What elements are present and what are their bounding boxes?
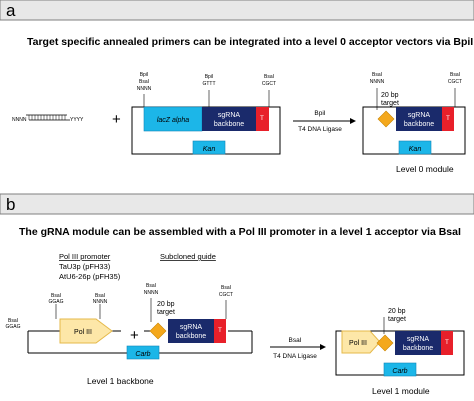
panel-b-header: The gRNA module can be assembled with a … — [19, 226, 461, 238]
polIII-label: Pol III — [74, 329, 92, 336]
acceptor-a-site2-line1: BpiI — [205, 74, 214, 80]
terminator-block-a2 — [442, 107, 454, 131]
lacz-alpha-label: lacZ alpha — [157, 117, 189, 124]
backbone-left-site-line2: GGAG — [5, 324, 20, 330]
arrow-b-ligase: T4 DNA Ligase — [273, 353, 317, 360]
sgrna-label-a2: backbone — [214, 121, 244, 128]
polIII-promoter-arrow-2 — [341, 330, 381, 354]
panel-b-letter: b — [6, 195, 15, 214]
promoter-option-2: AtU6-26p (pFH35) — [59, 272, 121, 281]
arrow-a-enzyme: BpiI — [314, 110, 325, 117]
module-a-site2-line1: BsaI — [450, 72, 460, 78]
guide-site2-line2: CGCT — [219, 292, 233, 298]
sgrna-label-b2-1: sgRNA — [407, 336, 430, 343]
module-a-site1-line2: NNNN — [370, 79, 385, 85]
kan-block-a2 — [398, 140, 432, 155]
sgrna-backbone-block-b2 — [395, 331, 441, 355]
acceptor-a-site3-line1: BsaI — [264, 74, 274, 80]
carb-block-b2 — [383, 362, 417, 377]
backbone-site1-line1: BsaI — [51, 293, 61, 299]
acceptor-a-site2-line2: GTTT — [202, 81, 215, 87]
backbone-left-site-line1: BsaI — [8, 318, 18, 324]
polIII-label-2: Pol III — [349, 340, 367, 347]
sgrna-label-b2-2: backbone — [403, 345, 433, 352]
level0-acceptor: lacZ alpha sgRNA backbone T Kan BpiI Bsa… — [131, 72, 281, 155]
level1-backbone-caption: Level 1 backbone — [87, 376, 154, 386]
level0-module: sgRNA backbone T Kan BsaI NNNN BsaI CGCT… — [362, 72, 466, 174]
panel-a-header: Target specific annealed primers can be … — [27, 36, 473, 48]
target-label-b2-2: target — [388, 316, 406, 323]
carb-block-b — [126, 345, 160, 360]
target-label-a-2: target — [381, 100, 399, 107]
panel-b: b The gRNA module can be assembled with … — [0, 193, 474, 396]
panel-a: a Target specific annealed primers can b… — [0, 0, 474, 174]
level1-module: Pol III sgRNA backbone T Carb 20 bp targ… — [335, 308, 465, 396]
target-label-a-1: 20 bp — [381, 92, 399, 99]
carb-label-b2: Carb — [392, 368, 407, 375]
sgrna-backbone-block-b — [168, 319, 214, 343]
terminator-label-b2: T — [445, 340, 449, 346]
arrow-a-ligase: T4 DNA Ligase — [298, 126, 342, 133]
promoter-heading: Pol III promoter — [59, 252, 111, 261]
acceptor-a-site3-line2: CGCT — [262, 81, 276, 87]
kan-block-a — [192, 140, 226, 155]
carb-label-b: Carb — [135, 351, 150, 358]
target-label-b-2: target — [157, 309, 175, 316]
panel-b-header-bar — [0, 193, 474, 215]
backbone-site2-line1: BsaI — [95, 293, 105, 299]
terminator-label-a2: T — [446, 116, 450, 122]
annealed-primers: NNNN YYYY — [12, 114, 84, 123]
target-diamond-b — [149, 322, 167, 340]
acceptor-a-site1-line1: BpiI — [140, 72, 149, 78]
guide-heading: Subcloned guide — [160, 252, 216, 261]
terminator-block-b — [214, 319, 226, 343]
backbone-site2-line2: NNNN — [93, 299, 108, 305]
sgrna-label-a1: sgRNA — [218, 112, 241, 119]
sgrna-backbone-block-a2 — [396, 107, 442, 131]
polIII-promoter-arrow — [59, 318, 113, 344]
sgrna-label-a2-2: backbone — [404, 121, 434, 128]
guide-site1-line1: BsaI — [146, 283, 156, 289]
arrow-b-enzyme: BsaI — [288, 337, 301, 344]
level0-module-caption: Level 0 module — [396, 164, 454, 174]
guide-site1-line2: NNNN — [144, 290, 159, 296]
kan-label-a: Kan — [203, 146, 216, 153]
level1-module-caption: Level 1 module — [372, 386, 430, 396]
target-diamond-a — [377, 110, 395, 128]
panel-a-letter: a — [6, 1, 16, 20]
kan-label-a2: Kan — [409, 146, 422, 153]
subcloned-guide: sgRNA backbone T BsaI NNNN BsaI CGCT 20 … — [144, 283, 233, 343]
lacz-alpha-block — [143, 106, 203, 132]
level1-backbone: Pol III Carb BsaI GGAG BsaI NNNN BsaI GG… — [5, 293, 253, 386]
sgrna-label-b2: backbone — [176, 333, 206, 340]
sgrna-label-b1: sgRNA — [180, 324, 203, 331]
module-a-site1-line1: BsaI — [372, 72, 382, 78]
reaction-arrow-b: BsaI T4 DNA Ligase — [270, 337, 326, 360]
terminator-block-b2 — [441, 331, 453, 355]
promoter-option-1: TaU3p (pFH33) — [59, 262, 111, 271]
acceptor-a-site1-line2: BsaI — [139, 79, 149, 85]
acceptor-a-site1-line3: NNNN — [137, 86, 152, 92]
primer-overhang-left: NNNN — [12, 117, 27, 123]
target-label-b-1: 20 bp — [157, 301, 175, 308]
terminator-block-a — [256, 107, 269, 131]
plus-sign-b: + — [130, 327, 139, 344]
module-a-site2-line2: CGCT — [448, 79, 462, 85]
terminator-label-a: T — [260, 116, 264, 122]
sgrna-backbone-block-a — [202, 107, 256, 131]
reaction-arrow-a: BpiI T4 DNA Ligase — [293, 110, 356, 133]
primer-overhang-right: YYYY — [70, 117, 84, 123]
plus-sign-a: + — [112, 111, 121, 128]
sgrna-label-a2-1: sgRNA — [408, 112, 431, 119]
target-label-b2-1: 20 bp — [388, 308, 406, 315]
target-diamond-b2 — [376, 334, 394, 352]
backbone-site1-line2: GGAG — [48, 299, 63, 305]
terminator-label-b: T — [218, 328, 222, 334]
panel-a-header-bar — [0, 0, 474, 21]
guide-site2-line1: BsaI — [221, 285, 231, 291]
